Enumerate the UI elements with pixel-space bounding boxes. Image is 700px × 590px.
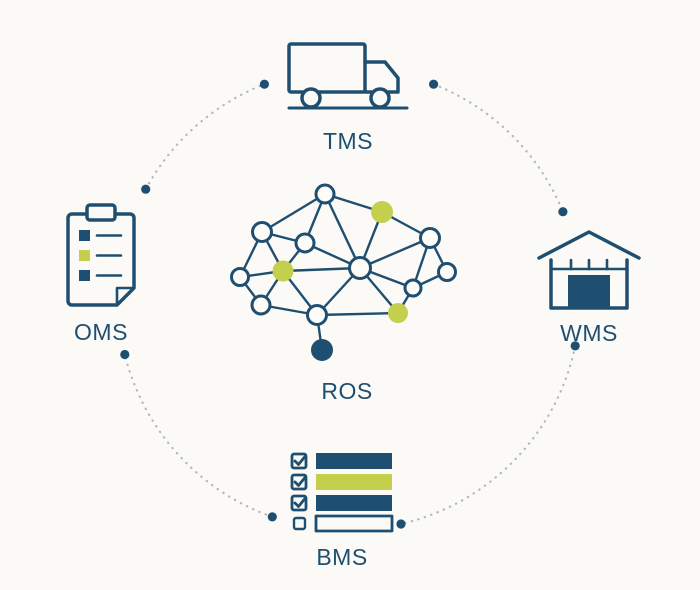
system-bms: BMS xyxy=(290,452,394,569)
system-label-oms: OMS xyxy=(74,319,128,345)
brain-node xyxy=(250,294,272,316)
brain-node xyxy=(419,227,441,249)
system-oms: OMS xyxy=(62,200,140,344)
center-system-label: ROS xyxy=(321,378,373,404)
brain-node xyxy=(294,232,316,254)
brain-node xyxy=(251,221,273,243)
ring-dot xyxy=(141,184,151,194)
ring-dot xyxy=(570,341,580,351)
brain-node xyxy=(314,183,336,205)
ring-dot xyxy=(558,207,568,217)
truck-icon xyxy=(287,42,409,110)
ring-dot xyxy=(259,79,269,89)
system-label-bms: BMS xyxy=(316,544,368,570)
brain-node xyxy=(306,304,328,326)
system-tms: TMS xyxy=(284,36,412,153)
system-wms: WMS xyxy=(537,228,641,345)
brain-node xyxy=(437,262,457,282)
brain-node-highlight xyxy=(371,201,393,223)
brain-nodes xyxy=(230,183,457,361)
brain-stem-node xyxy=(311,339,333,361)
system-label-wms: WMS xyxy=(560,320,618,346)
warehouse-icon xyxy=(537,230,641,310)
ring-dot xyxy=(120,349,130,360)
ring-arc-top-right xyxy=(432,83,564,213)
checklist-icon xyxy=(290,452,394,533)
ring-dot xyxy=(267,512,277,522)
brain-node xyxy=(403,278,423,298)
brain-node xyxy=(348,256,372,280)
brain-node-highlight xyxy=(272,260,294,282)
brain-node-highlight xyxy=(388,303,408,323)
ring-dot xyxy=(429,79,439,89)
ring-arc-bottom-left xyxy=(123,353,274,518)
clipboard-icon xyxy=(66,203,136,307)
brain-edges xyxy=(238,192,449,351)
brain-node xyxy=(230,267,250,287)
ring-dot xyxy=(396,519,406,529)
ring-arc-top-left xyxy=(144,83,266,191)
system-label-tms: TMS xyxy=(322,128,374,154)
brain-network-icon xyxy=(230,183,457,361)
